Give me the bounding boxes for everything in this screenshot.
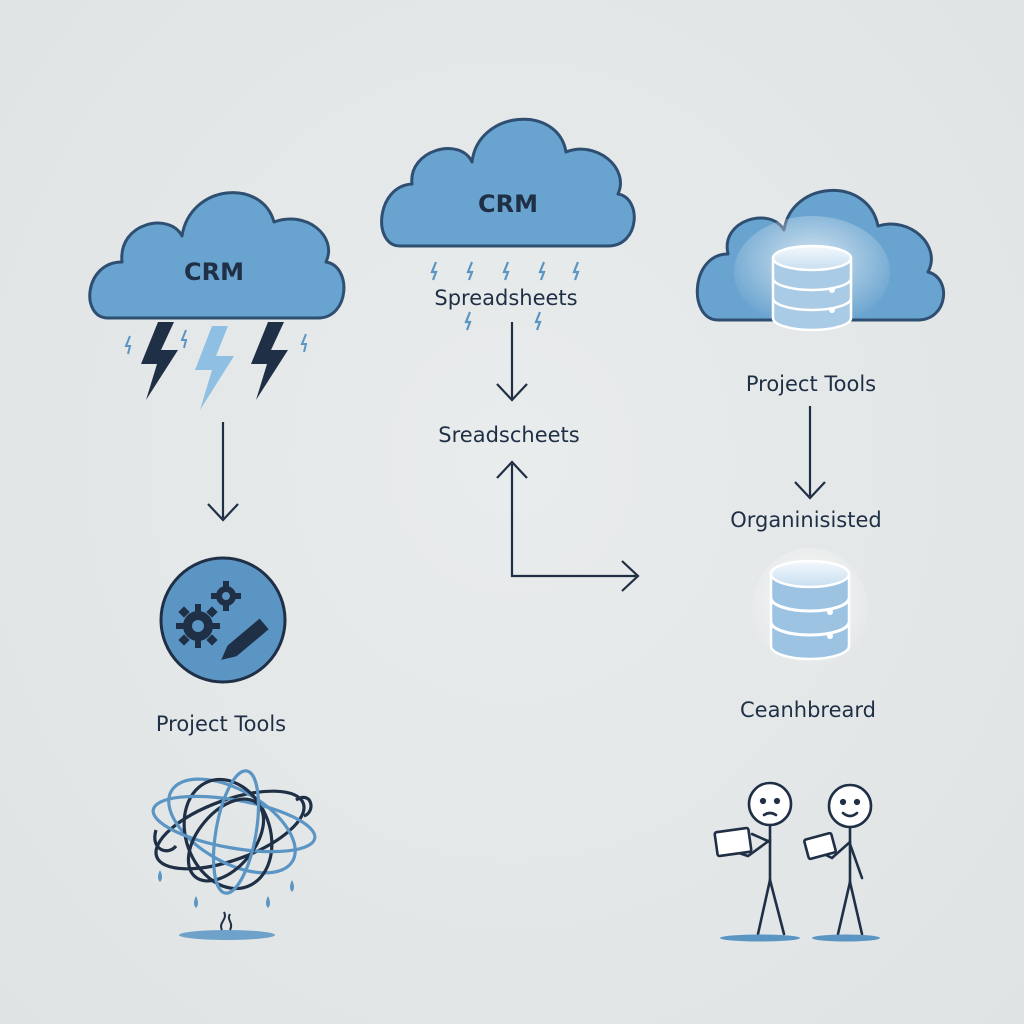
middle-flow-label: Sreadscheets bbox=[438, 423, 579, 447]
database-cloud-icon bbox=[695, 189, 945, 332]
stick-figures-icon bbox=[713, 781, 880, 942]
middle-rain-label: Spreadsheets bbox=[434, 286, 577, 310]
down-arrow-right bbox=[794, 406, 826, 500]
left-tools-label: Project Tools bbox=[156, 712, 286, 736]
down-arrow-middle bbox=[496, 322, 528, 402]
elbow-arrow bbox=[496, 460, 640, 592]
down-arrow-left bbox=[207, 422, 239, 522]
cloud-database bbox=[771, 244, 853, 332]
rain-cloud-icon bbox=[380, 117, 636, 331]
tangled-mess-icon bbox=[151, 769, 317, 895]
gears-pencil-icon bbox=[159, 556, 287, 684]
right-organized-label: Organinisisted bbox=[730, 508, 881, 532]
water-drops bbox=[158, 870, 294, 940]
storm-cloud-icon bbox=[88, 191, 346, 320]
right-database-label: Ceanhbreard bbox=[740, 698, 876, 722]
middle-cloud-label: CRM bbox=[478, 190, 538, 218]
right-cloud-label: Project Tools bbox=[746, 372, 876, 396]
database-icon bbox=[752, 548, 868, 672]
lightning-icon bbox=[124, 322, 308, 410]
left-cloud-label: CRM bbox=[184, 258, 244, 286]
